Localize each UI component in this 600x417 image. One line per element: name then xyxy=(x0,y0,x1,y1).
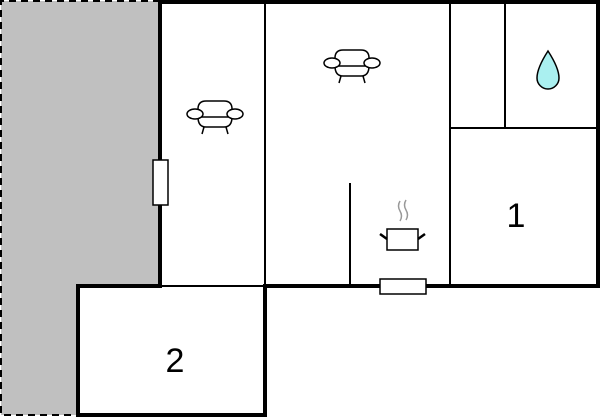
room-1-label: 1 xyxy=(507,197,526,235)
sofa-icon xyxy=(323,49,381,84)
room-2-label: 2 xyxy=(166,342,185,380)
sofa-icon xyxy=(186,100,244,135)
cooking-pot-icon xyxy=(379,199,426,251)
outdoor-area xyxy=(1,1,160,415)
outdoor-area-dashed-border xyxy=(0,0,160,416)
interior-walls xyxy=(264,2,598,286)
door-left xyxy=(152,159,169,206)
water-drop-icon xyxy=(536,49,560,90)
door-bottom xyxy=(379,278,427,295)
